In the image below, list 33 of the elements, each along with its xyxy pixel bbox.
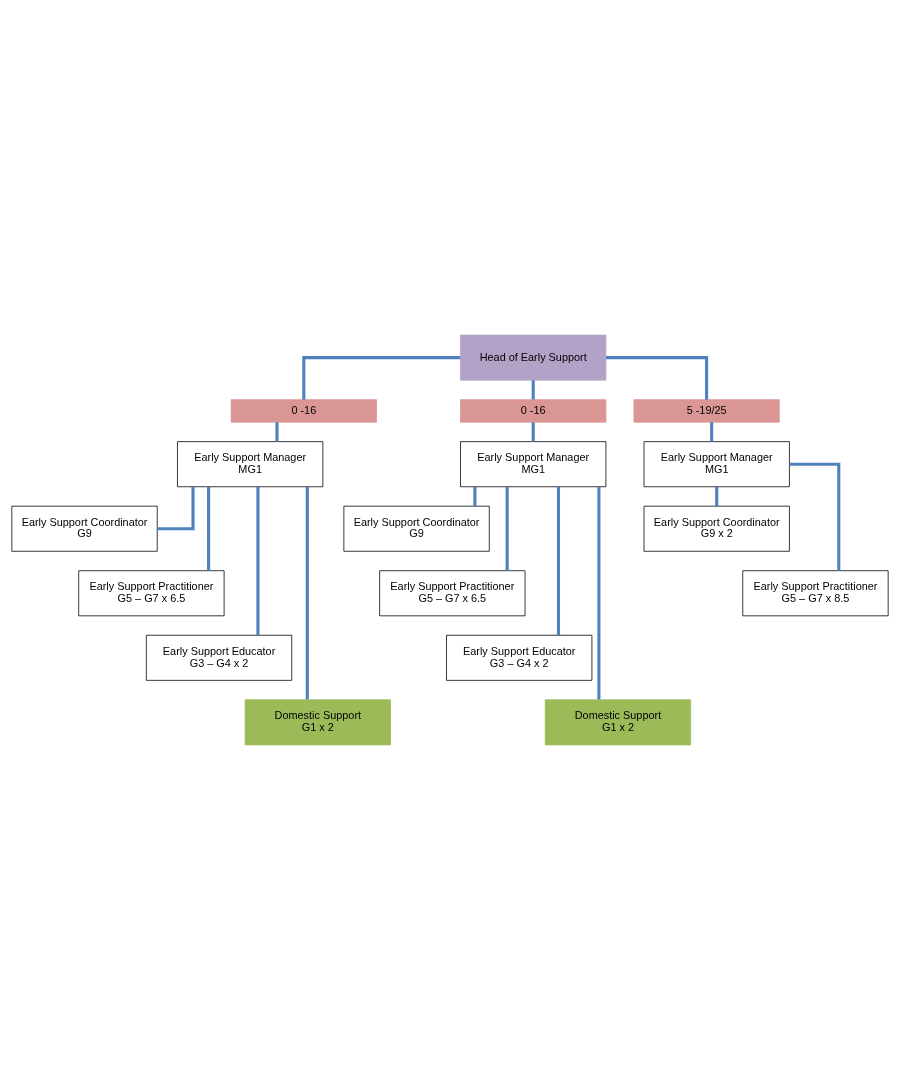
connector: [275, 422, 279, 442]
node-box: Domestic Support G1 x 2: [244, 699, 391, 746]
connector: [305, 486, 309, 700]
node-box: Early Support Educator G3 – G4 x 2: [446, 634, 593, 681]
node-box: Early Support Coordinator G9: [343, 505, 490, 552]
connector: [531, 422, 535, 442]
connector: [597, 486, 601, 700]
node-box: Early Support Manager MG1: [177, 441, 324, 488]
node-box: 0 -16: [460, 399, 607, 423]
node-box: Early Support Practitioner G5 – G7 x 6.5: [78, 570, 225, 617]
connector: [531, 380, 535, 400]
node-box: Early Support Educator G3 – G4 x 2: [145, 634, 293, 681]
connector: [302, 356, 461, 400]
connector: [207, 486, 211, 571]
node-box: Early Support Coordinator G9 x 2: [643, 505, 790, 552]
node-box: Early Support Manager MG1: [460, 441, 607, 488]
node-box: Early Support Coordinator G9: [11, 505, 158, 552]
connector: [715, 486, 719, 507]
connector: [606, 356, 709, 400]
node-box: 0 -16: [230, 399, 377, 423]
node-box: Early Support Manager MG1: [643, 441, 790, 488]
connector: [710, 422, 714, 442]
node-box: Domestic Support G1 x 2: [544, 699, 692, 746]
node-box: Early Support Practitioner G5 – G7 x 6.5: [379, 570, 526, 617]
node-box: 5 -19/25: [633, 399, 780, 423]
connector: [789, 462, 841, 571]
connector: [505, 486, 509, 571]
connector: [473, 486, 477, 507]
connector: [556, 486, 561, 636]
connector: [256, 486, 260, 636]
node-box: Head of Early Support: [460, 334, 607, 381]
node-box: Early Support Practitioner G5 – G7 x 8.5: [742, 570, 889, 617]
connector: [157, 486, 195, 531]
